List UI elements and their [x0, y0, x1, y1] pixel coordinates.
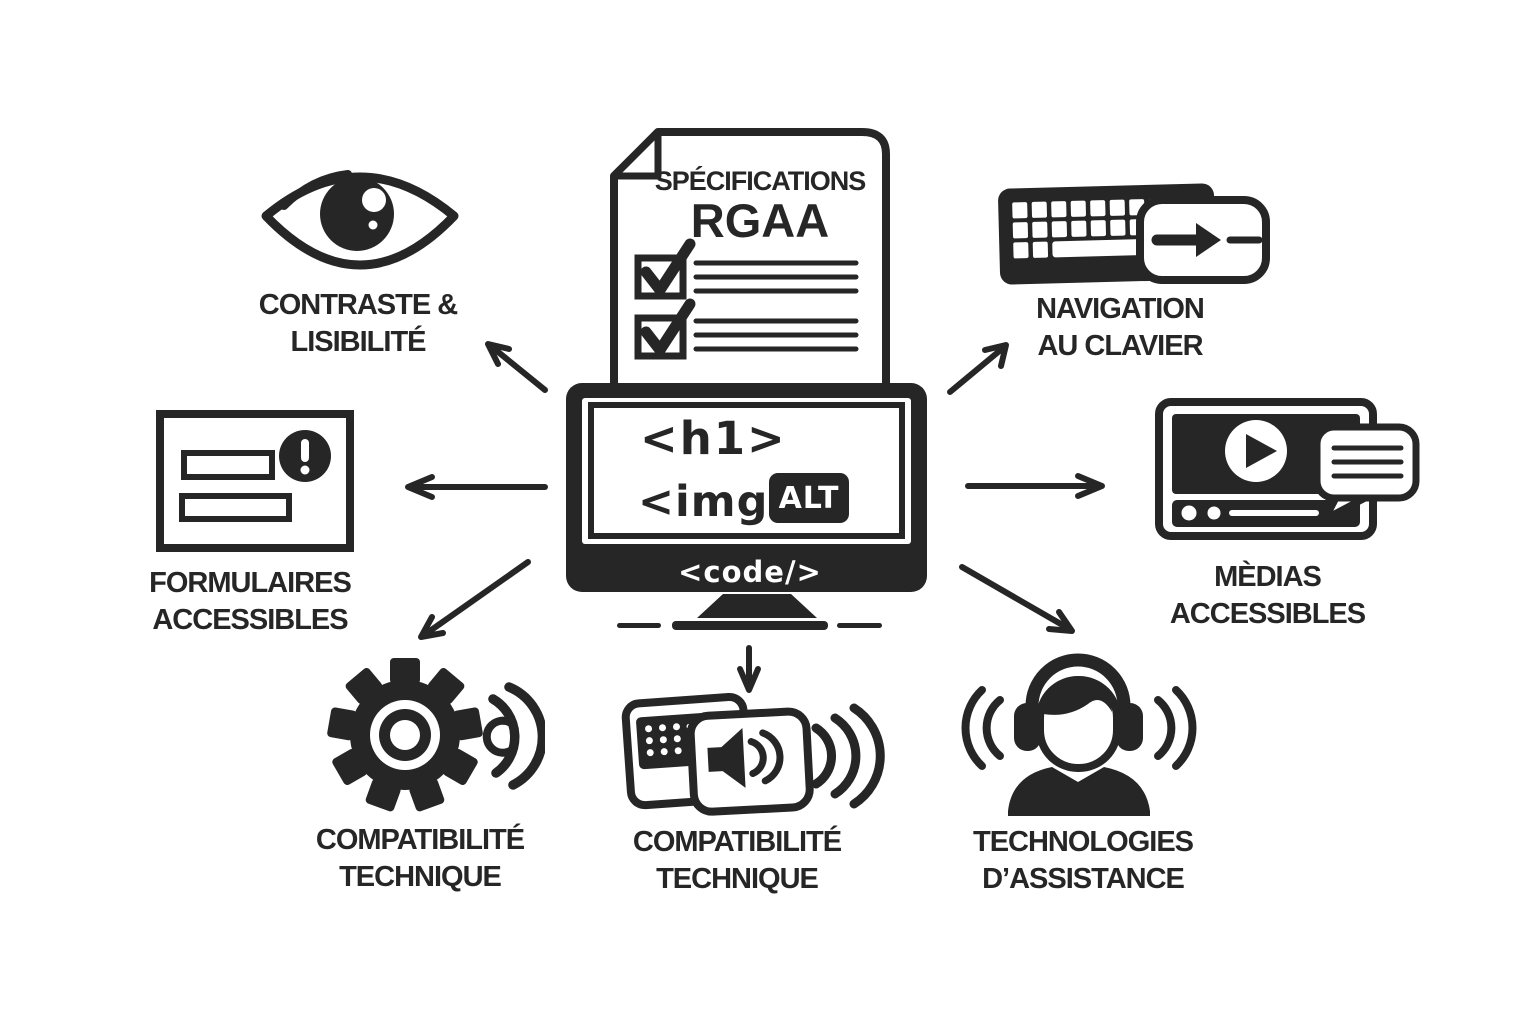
- form-icon: [156, 410, 354, 552]
- tab-key-icon: [1136, 196, 1270, 284]
- code-tag-text: <code/>: [678, 555, 822, 589]
- assistive-device-icon: [621, 693, 885, 816]
- compat-device-label-line2: TECHNIQUE: [656, 863, 819, 895]
- torso: [1008, 767, 1150, 816]
- forms-label-line1: FORMULAIRES: [149, 567, 352, 599]
- speaker-card-icon: [686, 707, 814, 816]
- video-player-icon: [1155, 398, 1420, 540]
- signal-arcs-icon: [482, 682, 545, 790]
- sound-waves-right-icon: [1154, 686, 1197, 770]
- rgaa-spec-document-icon: [610, 128, 890, 388]
- document-title-line1: SPÉCIFICATIONS: [654, 166, 867, 196]
- alt-badge-text: ALT: [778, 480, 840, 516]
- media-label-line2: ACCESSIBLES: [1169, 598, 1366, 630]
- play-button-icon: [1225, 420, 1287, 482]
- alert-badge-icon: [279, 430, 331, 482]
- compat-gear-label: COMPATIBILITÉ TECHNIQUE: [288, 822, 552, 896]
- contrast-label-line2: LISIBILITÉ: [290, 326, 427, 358]
- alt-badge: ALT: [769, 473, 849, 523]
- media-label-line1: MÈDIAS: [1214, 561, 1322, 593]
- keyboard-nav-label-line1: NAVIGATION: [1036, 293, 1205, 325]
- eye-icon: [261, 170, 459, 270]
- contrast-label-line1: CONTRASTE &: [258, 289, 458, 321]
- assistive-label: TECHNOLOGIES D’ASSISTANCE: [943, 824, 1223, 898]
- headphones-icon: [1014, 653, 1143, 751]
- caption-bubble-icon: [1313, 423, 1420, 523]
- arrow-to-contrast: [485, 341, 548, 393]
- forms-label: FORMULAIRES ACCESSIBLES: [125, 565, 375, 639]
- checklist-lines-2: [693, 318, 859, 352]
- contrast-label: CONTRASTE & LISIBILITÉ: [238, 287, 478, 361]
- sound-waves-left-icon: [961, 686, 1004, 770]
- gear-icon: [327, 658, 545, 812]
- sound-waves-icon: [811, 703, 885, 809]
- checkbox-checked-icon: [634, 298, 696, 360]
- document-title-line2: RGAA: [690, 194, 830, 247]
- arrow-to-compat-device: [737, 645, 761, 693]
- arrow-to-assistive: [959, 564, 1075, 634]
- keyboard-nav-label-line2: AU CLAVIER: [1037, 330, 1203, 362]
- checklist-lines-1: [693, 260, 859, 294]
- keyboard-icon: [998, 183, 1270, 285]
- monitor-stand: [697, 594, 817, 618]
- compat-gear-label-line1: COMPATIBILITÉ: [315, 824, 525, 856]
- arrow-to-compat-gear: [418, 559, 531, 640]
- forms-label-line2: ACCESSIBLES: [152, 604, 348, 636]
- h1-tag-text: <h1>: [640, 412, 787, 465]
- arrow-to-forms: [405, 474, 548, 500]
- checkbox-checked-icon: [634, 238, 696, 300]
- arrow-to-media: [965, 473, 1105, 499]
- compat-device-label-line1: COMPATIBILITÉ: [632, 826, 842, 858]
- person-headphones-icon: [961, 653, 1197, 816]
- media-label: MÈDIAS ACCESSIBLES: [1140, 559, 1395, 633]
- assistive-label-line1: TECHNOLOGIES: [972, 826, 1194, 858]
- compat-device-label: COMPATIBILITÉ TECHNIQUE: [605, 824, 869, 898]
- assistive-label-line2: D’ASSISTANCE: [982, 863, 1185, 895]
- compat-gear-label-line2: TECHNIQUE: [339, 861, 502, 893]
- keyboard-nav-label: NAVIGATION AU CLAVIER: [1000, 291, 1240, 365]
- arrow-to-keyboard-nav: [947, 342, 1009, 395]
- hair: [1043, 680, 1112, 715]
